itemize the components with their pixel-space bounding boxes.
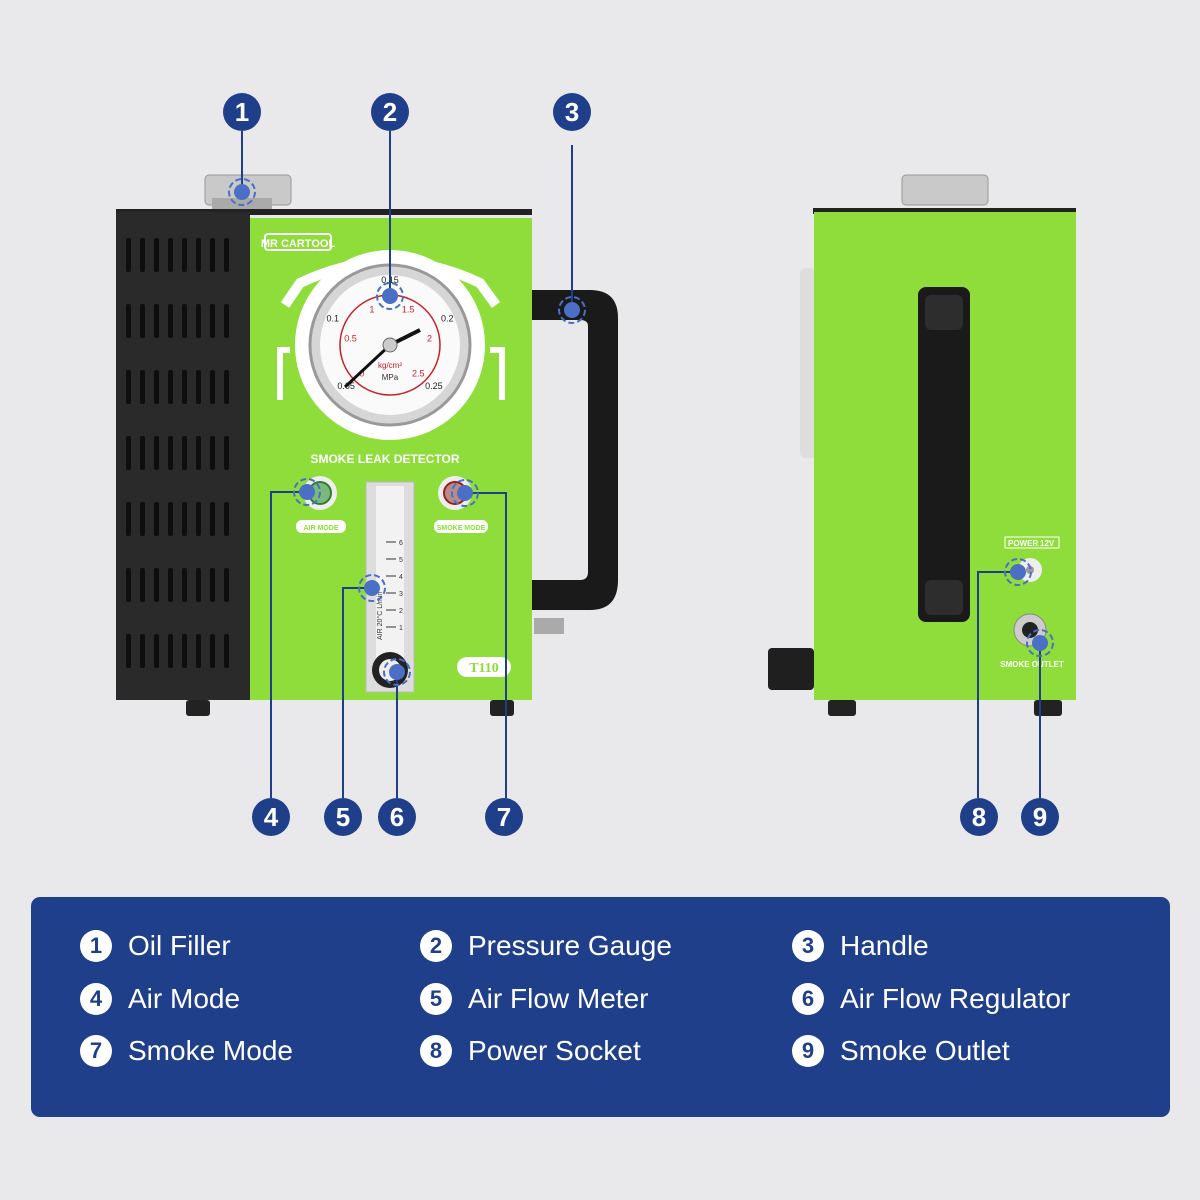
legend-item: 9 Smoke Outlet xyxy=(792,1035,1010,1067)
callout-badge xyxy=(378,798,416,836)
callout-2: 2 xyxy=(371,93,409,310)
legend-number: 8 xyxy=(420,1035,452,1067)
svg-text:POWER: POWER xyxy=(1008,539,1038,548)
legend-label: Air Flow Regulator xyxy=(840,983,1071,1014)
legend-number: 5 xyxy=(420,983,452,1015)
legend-item: 4 Air Mode xyxy=(80,983,240,1015)
legend-item: 1 Oil Filler xyxy=(80,930,231,962)
legend-item: 2 Pressure Gauge xyxy=(420,930,672,962)
callout-badge xyxy=(553,93,591,131)
callout-1: 1 xyxy=(223,93,261,206)
legend-label: Smoke Mode xyxy=(128,1035,293,1066)
callout-marker xyxy=(376,282,404,310)
svg-text:SMOKE OUTLET: SMOKE OUTLET xyxy=(1000,660,1064,669)
svg-text:9: 9 xyxy=(1033,802,1047,832)
handle-side xyxy=(918,287,970,622)
callout-marker xyxy=(1026,629,1054,657)
callout-marker xyxy=(451,479,479,507)
callout-marker xyxy=(358,574,386,602)
svg-text:2: 2 xyxy=(383,97,397,127)
svg-text:5: 5 xyxy=(336,802,350,832)
pressure-gauge: 0.050.10.150.20.2500.511.522.5 kg/cm² MP… xyxy=(295,250,485,440)
callout-marker xyxy=(383,658,411,686)
flow-tick: 3 xyxy=(399,591,403,598)
flow-tick: 4 xyxy=(399,574,403,581)
legend-label: Handle xyxy=(840,930,929,961)
legend-number: 1 xyxy=(80,930,112,962)
side-view: POWER 12V SMOKE OUTLET xyxy=(768,174,1076,716)
gauge-kg-tick: 1 xyxy=(369,304,374,314)
callout-marker xyxy=(228,178,256,206)
svg-text:4: 4 xyxy=(264,802,279,832)
callout-badge xyxy=(223,93,261,131)
legend-label: Air Mode xyxy=(128,983,241,1014)
callout-badge xyxy=(252,798,290,836)
legend-number: 7 xyxy=(80,1035,112,1067)
svg-text:kg/cm²: kg/cm² xyxy=(378,361,402,370)
legend-label: Smoke Outlet xyxy=(840,1035,1010,1066)
svg-text:MPa: MPa xyxy=(382,373,399,382)
svg-text:6: 6 xyxy=(390,802,404,832)
legend-number: 4 xyxy=(80,983,112,1015)
callout-marker xyxy=(1004,558,1032,586)
svg-text:8: 8 xyxy=(972,802,986,832)
svg-text:1: 1 xyxy=(235,97,249,127)
model-badge: T110 xyxy=(469,661,499,676)
legend-label: Oil Filler xyxy=(128,930,231,961)
legend-label: Air Flow Meter xyxy=(468,983,649,1014)
callout-9: 9 xyxy=(1021,629,1059,836)
legend-label: Pressure Gauge xyxy=(468,930,672,961)
gauge-kg-tick: 0.5 xyxy=(344,334,357,344)
svg-text:AIR MODE: AIR MODE xyxy=(304,525,339,532)
callout-6: 6 xyxy=(378,658,416,836)
flow-tick: 6 xyxy=(399,540,403,547)
legend-number: 6 xyxy=(792,983,824,1015)
callout-badge xyxy=(324,798,362,836)
callout-marker xyxy=(293,478,321,506)
legend-item: 3 Handle xyxy=(792,930,929,962)
legend-item: 6 Air Flow Regulator xyxy=(792,983,1070,1015)
legend-item: 8 Power Socket xyxy=(420,1035,641,1067)
svg-text:AIR 20°C L/min: AIR 20°C L/min xyxy=(376,592,384,640)
legend-item: 5 Air Flow Meter xyxy=(420,983,648,1015)
gauge-kg-tick: 2.5 xyxy=(412,368,425,378)
callout-4: 4 xyxy=(252,478,321,836)
legend-number: 9 xyxy=(792,1035,824,1067)
flow-tick: 5 xyxy=(399,557,403,564)
flow-tick: 1 xyxy=(399,625,403,632)
product-title: SMOKE LEAK DETECTOR xyxy=(310,452,459,466)
legend-number: 2 xyxy=(420,930,452,962)
legend-label: Power Socket xyxy=(468,1035,641,1066)
callout-badge xyxy=(485,798,523,836)
legend-item: 7 Smoke Mode xyxy=(80,1035,293,1067)
callout-badge xyxy=(960,798,998,836)
handle xyxy=(532,290,618,610)
legend-panel: 1 Oil Filler 2 Pressure Gauge 3 Handle 4 Air Mo… xyxy=(31,897,1170,1117)
callout-marker xyxy=(558,296,586,324)
gauge-mpa-tick: 0.2 xyxy=(441,313,454,323)
flow-tick: 2 xyxy=(399,608,403,615)
callout-badge xyxy=(1021,798,1059,836)
gauge-kg-tick: 1.5 xyxy=(402,304,415,314)
gauge-mpa-tick: 0.1 xyxy=(326,313,339,323)
svg-text:7: 7 xyxy=(497,802,511,832)
svg-text:3: 3 xyxy=(565,97,579,127)
front-view: MR CARTOOL 0.050.10.150.20.2500.511.522.… xyxy=(116,174,618,716)
svg-text:12V: 12V xyxy=(1040,539,1055,548)
legend-number: 3 xyxy=(792,930,824,962)
callout-8: 8 xyxy=(960,558,1032,836)
gauge-mpa-tick: 0.25 xyxy=(425,381,443,391)
callout-badge xyxy=(371,93,409,131)
brand-logo: MR CARTOOL xyxy=(261,238,336,250)
product-diagram: MR CARTOOL 0.050.10.150.20.2500.511.522.… xyxy=(116,93,1076,836)
callout-7: 7 xyxy=(451,479,523,836)
gauge-kg-tick: 2 xyxy=(427,334,432,344)
svg-text:SMOKE MODE: SMOKE MODE xyxy=(437,525,486,532)
callout-5: 5 xyxy=(324,574,386,836)
callout-3: 3 xyxy=(553,93,591,324)
